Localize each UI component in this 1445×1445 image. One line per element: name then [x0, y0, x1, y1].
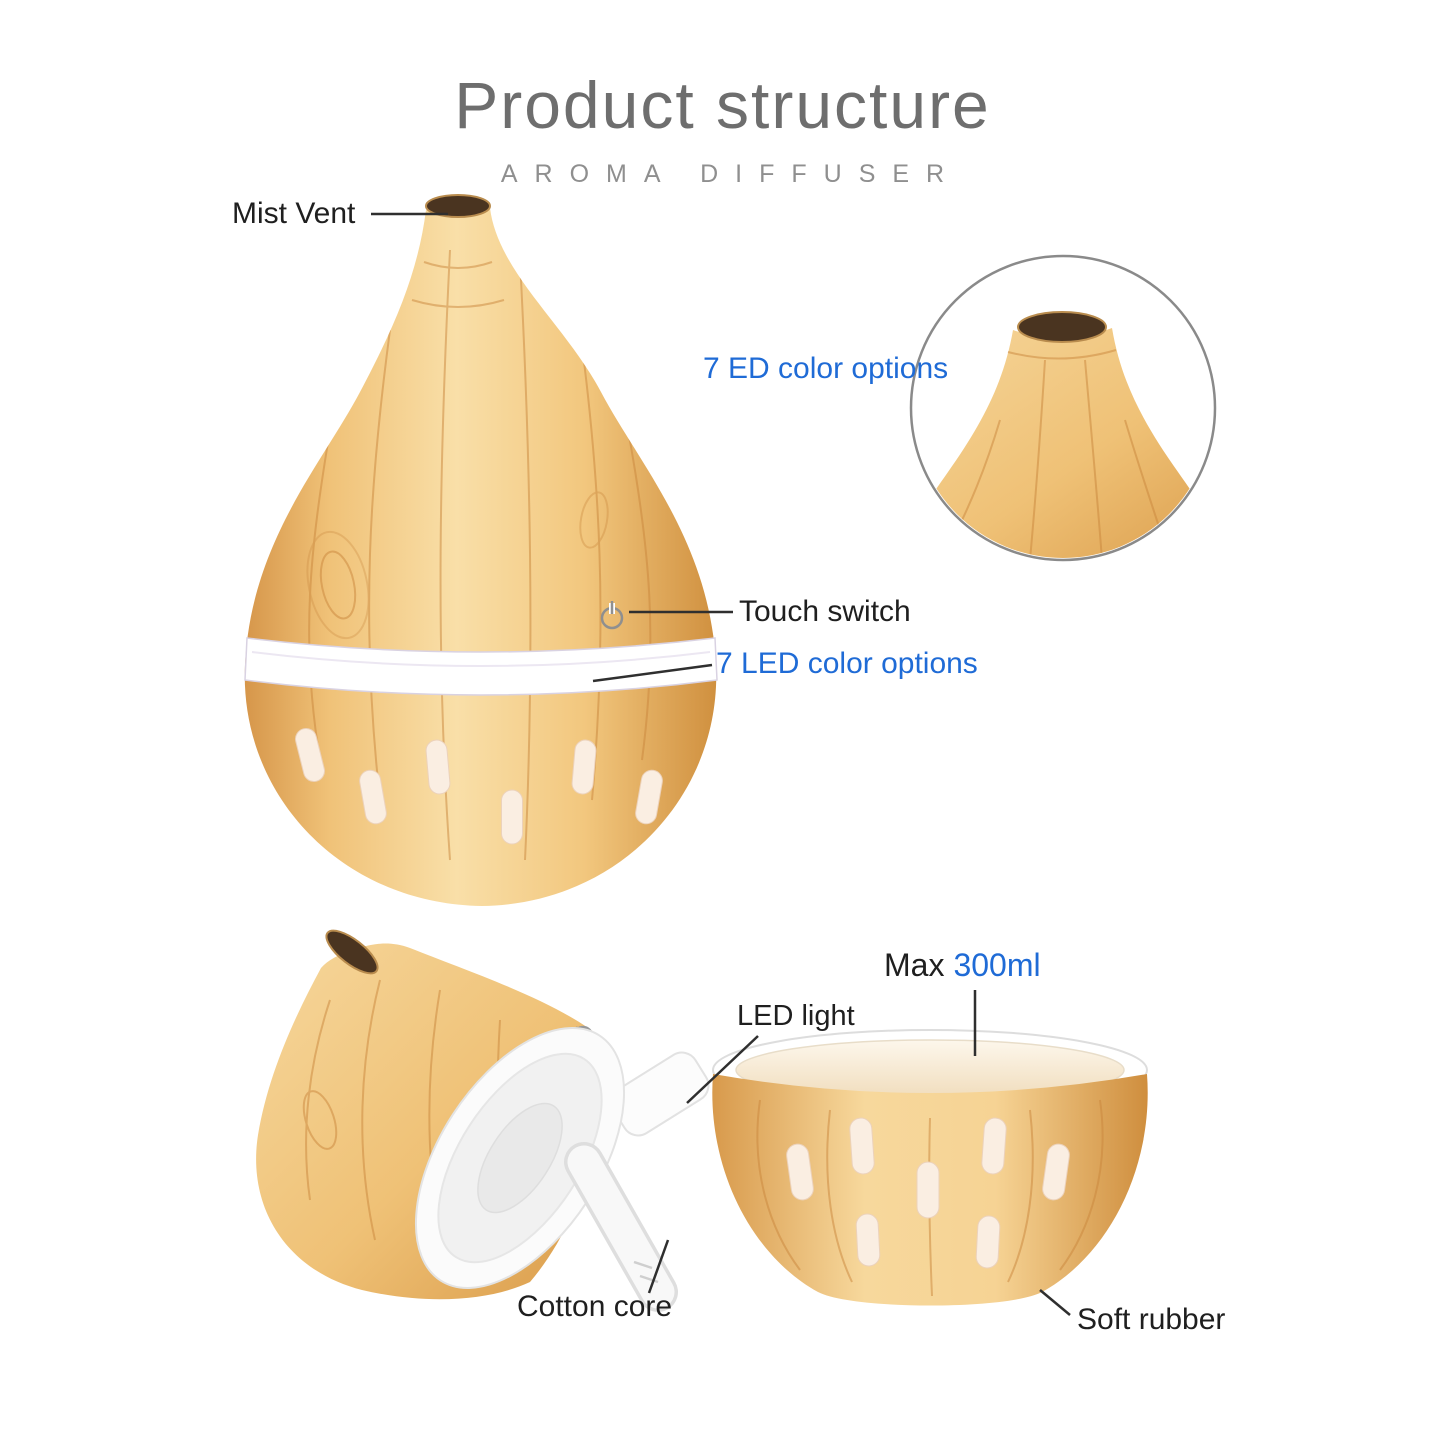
page-title: Product structure: [454, 68, 991, 142]
lid-underside-disc: [414, 1027, 626, 1289]
vent-slot: [1042, 1143, 1070, 1201]
lid-mist-vent-opening: [325, 929, 379, 975]
max-capacity-value: 300ml: [953, 947, 1041, 983]
touch-power-icon: [600, 601, 624, 630]
vent-slot: [295, 727, 325, 783]
tipped-lid: [256, 929, 710, 1312]
vent-slot: [981, 1117, 1007, 1175]
main-diffuser: [244, 194, 718, 906]
page-subtitle: AROMA DIFFUSER: [500, 160, 962, 188]
led-color-options-label: 7 LED color options: [716, 647, 978, 680]
vent-slot: [571, 739, 597, 795]
vent-slot: [359, 769, 387, 825]
led-light-callout-line: [686, 1035, 759, 1104]
cotton-core-label: Cotton core: [517, 1290, 673, 1323]
inset-detail: [909, 254, 1217, 562]
inset-mist-vent-opening: [1017, 311, 1107, 343]
vent-slot: [849, 1117, 875, 1175]
led-band-highlight: [251, 651, 711, 667]
vent-slots-bowl: [786, 1117, 1070, 1269]
mist-vent-label: Mist Vent: [232, 197, 356, 230]
header: Product structure AROMA DIFFUSER: [0, 72, 1445, 189]
cotton-core-stem: [564, 1142, 678, 1312]
cotton-core-callout-line: [647, 1239, 670, 1294]
ed-color-options-label: 7 ED color options: [703, 352, 949, 385]
vent-slot: [916, 1161, 940, 1219]
mist-vent-opening: [425, 194, 491, 218]
led-color-options-callout-line: [592, 663, 713, 683]
vent-slot: [501, 789, 523, 845]
vent-slot: [975, 1215, 1001, 1269]
vent-slot: [855, 1213, 881, 1267]
touch-switch-label: Touch switch: [739, 595, 911, 628]
led-light-label: LED light: [737, 1000, 855, 1032]
vent-slot: [786, 1143, 814, 1201]
soft-rubber-callout-line: [1039, 1289, 1071, 1316]
base-bowl: [712, 1029, 1148, 1306]
wood-grain-main: [306, 249, 652, 861]
max-capacity-prefix: Max: [884, 947, 945, 983]
soft-rubber-label: Soft rubber: [1077, 1303, 1226, 1336]
vent-slot: [635, 769, 663, 825]
vent-slot: [425, 739, 451, 795]
vent-slots-main: [295, 727, 663, 845]
callout-lines: [371, 212, 1071, 1316]
